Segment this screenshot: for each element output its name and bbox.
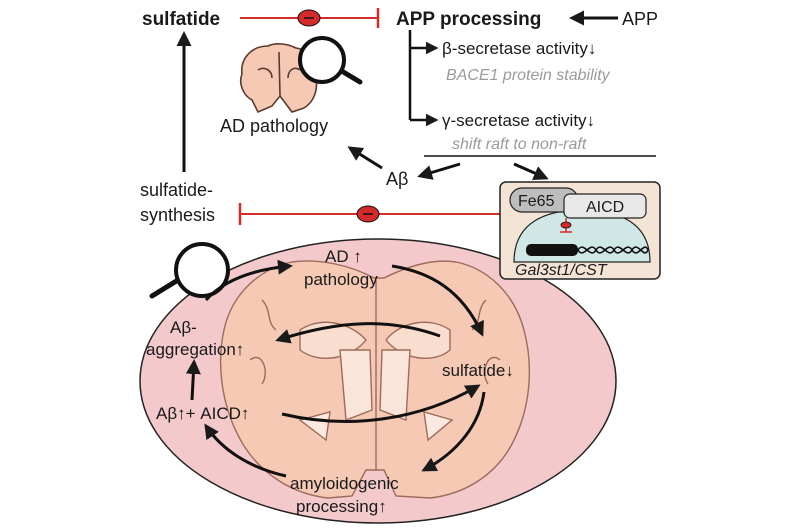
label-sulfatide-synthesis-2: synthesis xyxy=(140,205,215,225)
brain-small-icon xyxy=(239,43,318,114)
aicd-shape xyxy=(563,193,647,219)
cycle-ad-pathology-2: pathology xyxy=(304,270,378,289)
arrow-aggregation-to-adpathology xyxy=(204,259,293,301)
label-gamma-secretase: γ-secretase activity↓ xyxy=(442,111,595,130)
gene-block xyxy=(526,244,578,256)
cycle-amyloidogenic-1: amyloidogenic xyxy=(290,474,399,493)
label-fe65: Fe65 xyxy=(518,193,555,210)
label-shift-raft: shift raft to non-raft xyxy=(452,136,587,153)
cycle-aggregation-1: Aβ- xyxy=(170,318,197,337)
arrow-sulfatide-to-amyloidogenic xyxy=(421,391,486,472)
cycle-amyloidogenic-2: processing↑ xyxy=(296,497,387,516)
cycle-abeta-aicd: Aβ↑+ AICD↑ xyxy=(156,404,249,423)
arrow-adpathology-to-sulfatide xyxy=(391,264,484,337)
coronal-brain-section xyxy=(219,260,531,499)
label-abeta: Aβ xyxy=(386,169,408,189)
label-ad-pathology: AD pathology xyxy=(220,116,328,136)
label-gene: Gal3st1/CST xyxy=(515,262,608,279)
arrow-abeta-to-sulfatide xyxy=(281,384,481,423)
magnifier-top-icon xyxy=(298,36,363,85)
cycle-aggregation-2: aggregation↑ xyxy=(146,340,244,359)
label-bace1: BACE1 protein stability xyxy=(446,67,611,84)
magnifier-icon xyxy=(149,242,230,299)
label-sulfatide-synthesis-1: sulfatide- xyxy=(140,180,213,200)
arrow-to-abeta xyxy=(417,162,461,180)
arrow-adpathology-to-aggregation xyxy=(275,322,441,344)
label-aicd: AICD xyxy=(586,199,624,216)
dna-helix xyxy=(577,246,649,254)
arrow-abeta-to-aggregation xyxy=(185,359,201,401)
cycle-ad-pathology-1: AD ↑ xyxy=(325,247,362,266)
label-app-processing: APP processing xyxy=(396,9,541,30)
label-beta-secretase: β-secretase activity↓ xyxy=(442,39,596,58)
arrow-abeta-to-adpath xyxy=(347,146,383,170)
label-sulfatide: sulfatide xyxy=(142,9,220,30)
cycle-sulfatide-down: sulfatide↓ xyxy=(442,361,514,380)
arrow-amyloidogenic-to-abeta xyxy=(204,423,287,478)
label-app: APP xyxy=(622,9,658,29)
arrow-to-box xyxy=(513,162,549,181)
